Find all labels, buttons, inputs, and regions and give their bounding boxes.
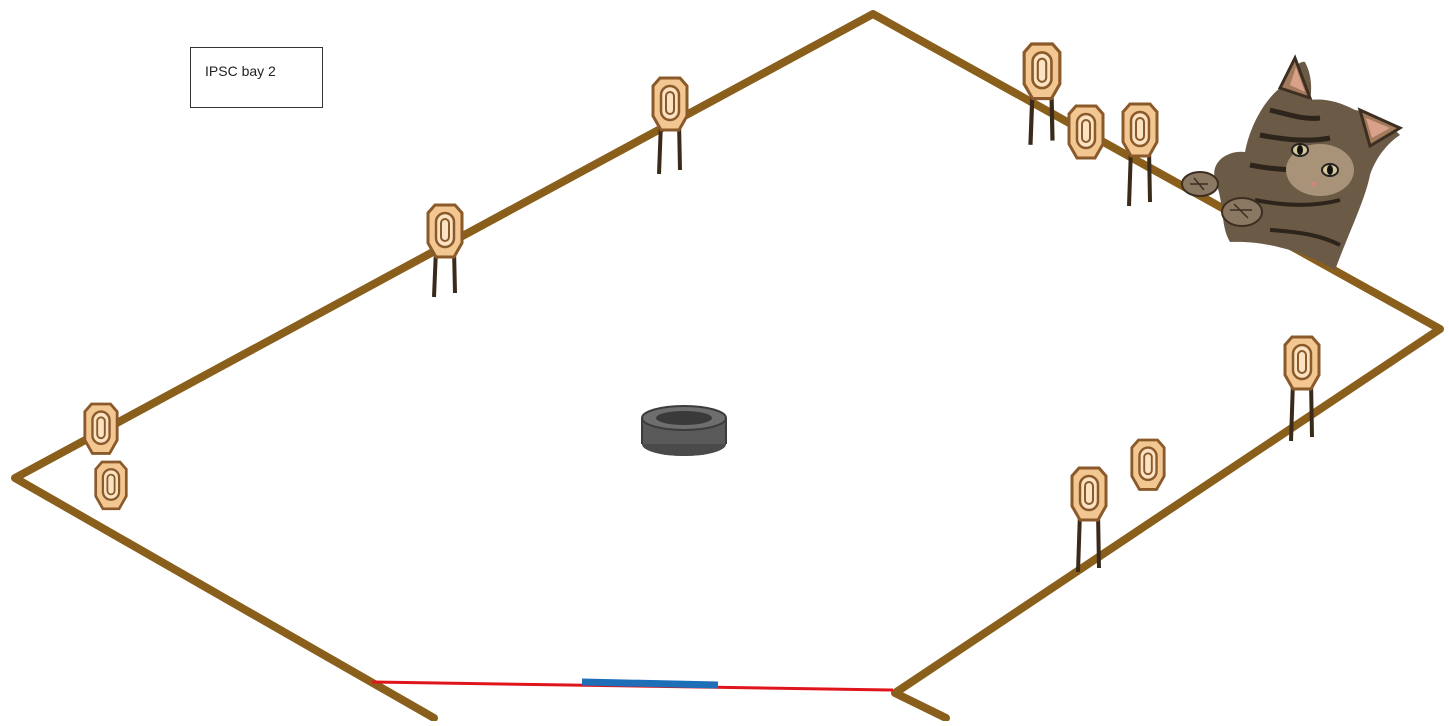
berm-left <box>15 14 1440 718</box>
start-box <box>582 682 718 685</box>
target-icon <box>1024 44 1060 145</box>
barrel-icon <box>642 406 726 456</box>
bay-label-box: IPSC bay 2 <box>190 47 323 108</box>
cat-icon <box>1182 58 1400 270</box>
target-icon <box>96 462 127 509</box>
targets <box>85 44 1319 572</box>
target-icon <box>85 404 117 453</box>
bay-label: IPSC bay 2 <box>205 63 276 79</box>
berm-outline <box>15 14 1440 718</box>
target-icon <box>1132 440 1164 489</box>
fault-line-group <box>372 682 893 690</box>
target-icon <box>428 205 462 297</box>
target-icon <box>1069 106 1103 158</box>
target-icon <box>653 78 687 174</box>
